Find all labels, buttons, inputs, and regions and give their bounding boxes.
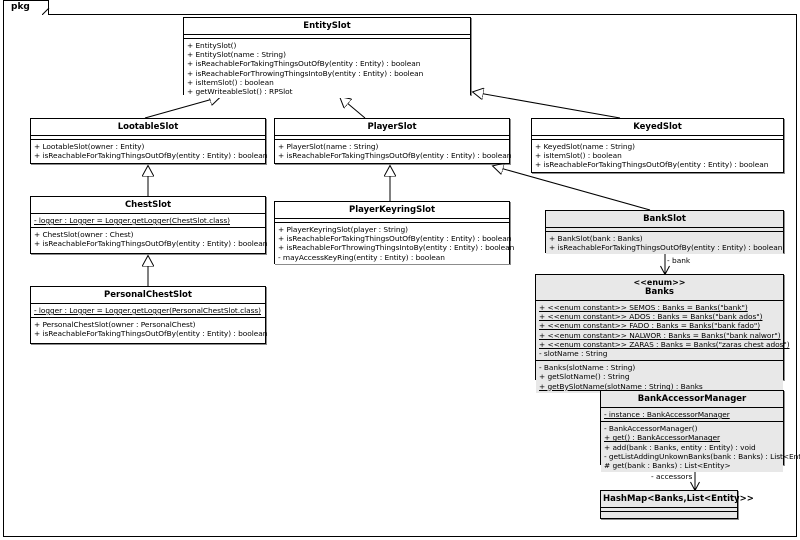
class-title-bankslot: BankSlot xyxy=(546,211,783,228)
member: + get() : BankAccessorManager xyxy=(604,433,721,443)
member: + isReachableForTakingThingsOutOfBy(enti… xyxy=(34,239,268,249)
member: + isReachableForTakingThingsOutOfBy(enti… xyxy=(34,151,268,161)
member: + isReachableForTakingThingsOutOfBy(enti… xyxy=(278,151,512,161)
class-empty-attributes-entityslot xyxy=(184,35,470,39)
member: + <<enum constant>> NALWOR : Banks = Ban… xyxy=(539,330,781,340)
member: + getWriteableSlot() : RPSlot xyxy=(187,87,293,97)
class-bankaccessormanager[interactable]: BankAccessorManager - instance : BankAcc… xyxy=(600,390,800,473)
generalization-lootableslot-entityslot xyxy=(144,97,220,119)
member: + isItemSlot() : boolean xyxy=(535,151,622,161)
class-operations-playerslot: + PlayerSlot(name : String) + isReachabl… xyxy=(275,140,512,163)
class-operations-lootableslot: + LootableSlot(owner : Entity) + isReach… xyxy=(31,140,268,163)
class-lootableslot[interactable]: LootableSlot + LootableSlot(owner : Enti… xyxy=(30,118,268,164)
member: + getBySlotName(slotName : String) : Ban… xyxy=(539,381,703,391)
member: + <<enum constant>> ZARAS : Banks = Bank… xyxy=(539,339,790,349)
class-title-chestslot: ChestSlot xyxy=(31,197,265,214)
class-attributes-chestslot: - logger : Logger = Logger.getLogger(Che… xyxy=(31,214,265,229)
generalization-playerslot-entityslot xyxy=(340,97,366,119)
class-operations-playerkeyringslot: + PlayerKeyringSlot(player : String) + i… xyxy=(275,223,515,264)
member: - mayAccessKeyRing(entity : Entity) : bo… xyxy=(278,252,445,262)
class-empty-attributes-keyedslot xyxy=(532,136,783,140)
class-title-hashmap: HashMap<Banks,List<Entity>> xyxy=(601,491,754,508)
class-name-banks: Banks xyxy=(645,287,674,297)
class-title-entityslot: EntitySlot xyxy=(184,18,470,35)
member: - Banks(slotName : String) xyxy=(539,363,636,373)
class-keyedslot[interactable]: KeyedSlot + KeyedSlot(name : String) + i… xyxy=(531,118,784,173)
generalization-bankslot-playerslot xyxy=(493,166,651,211)
package-tab-corner xyxy=(42,0,50,15)
member: + isReachableForTakingThingsOutOfBy(enti… xyxy=(34,329,268,339)
member: + <<enum constant>> FADO : Banks = Banks… xyxy=(539,321,761,331)
class-operations-bankaccessormanager: - BankAccessorManager() + get() : BankAc… xyxy=(601,422,800,473)
member: + isReachableForThrowingThingsIntoBy(ent… xyxy=(187,68,424,78)
member: + <<enum constant>> ADOS : Banks = Banks… xyxy=(539,312,763,322)
class-operations-personalchestslot: + PersonalChestSlot(owner : PersonalChes… xyxy=(31,318,268,341)
class-personalchestslot[interactable]: PersonalChestSlot - logger : Logger = Lo… xyxy=(30,286,268,344)
member: + <<enum constant>> SEMOS : Banks = Bank… xyxy=(539,303,748,312)
class-stereotype-banks: <<enum>> xyxy=(633,278,686,287)
member: + isReachableForTakingThingsOutOfBy(enti… xyxy=(187,59,421,69)
member: + add(bank : Banks, entity : Entity) : v… xyxy=(604,442,756,452)
class-attributes-personalchestslot: - logger : Logger = Logger.getLogger(Per… xyxy=(31,304,265,319)
class-bankslot[interactable]: BankSlot + BankSlot(bank : Banks) + isRe… xyxy=(545,210,784,255)
class-empty-attributes-bankslot xyxy=(546,228,783,232)
member: - getListAddingUnkownBanks(bank : Banks)… xyxy=(604,451,800,461)
package-label: pkg xyxy=(11,2,30,12)
member: + KeyedSlot(name : String) xyxy=(535,142,636,151)
class-title-playerkeyringslot: PlayerKeyringSlot xyxy=(275,202,509,219)
class-empty-attributes-playerkeyringslot xyxy=(275,219,509,223)
class-hashmap[interactable]: HashMap<Banks,List<Entity>> xyxy=(600,490,754,519)
member: + isReachableForTakingThingsOutOfBy(enti… xyxy=(535,160,769,170)
member: + isReachableForTakingThingsOutOfBy(enti… xyxy=(278,234,512,244)
class-title-lootableslot: LootableSlot xyxy=(31,119,265,136)
member: + BankSlot(bank : Banks) xyxy=(549,234,643,243)
class-empty-operations-hashmap xyxy=(601,512,737,517)
edge-label-bank: - bank xyxy=(667,256,691,265)
package-frame xyxy=(3,14,797,537)
member: + ChestSlot(owner : Chest) xyxy=(34,230,134,240)
class-empty-attributes-lootableslot xyxy=(31,136,265,140)
class-chestslot[interactable]: ChestSlot - logger : Logger = Logger.get… xyxy=(30,196,268,254)
member: + EntitySlot() xyxy=(187,41,237,50)
class-title-personalchestslot: PersonalChestSlot xyxy=(31,287,265,304)
class-operations-banks: - Banks(slotName : String) + getSlotName… xyxy=(536,361,783,393)
class-attributes-banks: + <<enum constant>> SEMOS : Banks = Bank… xyxy=(536,301,790,362)
edge-label-accessors: - accessors xyxy=(651,472,693,481)
member: + EntitySlot(name : String) xyxy=(187,50,286,60)
member: + PlayerKeyringSlot(player : String) xyxy=(278,225,409,234)
class-title-bankaccessormanager: BankAccessorManager xyxy=(601,391,783,408)
member: - instance : BankAccessorManager xyxy=(604,410,730,419)
class-banks[interactable]: <<enum>> Banks + <<enum constant>> SEMOS… xyxy=(535,274,790,393)
class-title-keyedslot: KeyedSlot xyxy=(532,119,783,136)
class-operations-entityslot: + EntitySlot() + EntitySlot(name : Strin… xyxy=(184,39,470,99)
member: - logger : Logger = Logger.getLogger(Che… xyxy=(34,216,230,225)
class-empty-attributes-playerslot xyxy=(275,136,509,140)
class-operations-keyedslot: + KeyedSlot(name : String) + isItemSlot(… xyxy=(532,140,783,172)
class-title-playerslot: PlayerSlot xyxy=(275,119,509,136)
class-operations-chestslot: + ChestSlot(owner : Chest) + isReachable… xyxy=(31,228,268,251)
class-empty-attributes-hashmap xyxy=(601,508,737,512)
member: + isReachableForThrowingThingsIntoBy(ent… xyxy=(278,243,515,253)
member: - slotName : String xyxy=(539,349,608,359)
member: - logger : Logger = Logger.getLogger(Per… xyxy=(34,306,262,315)
member: + LootableSlot(owner : Entity) xyxy=(34,142,145,151)
member: + PersonalChestSlot(owner : PersonalChes… xyxy=(34,320,196,330)
class-operations-bankslot: + BankSlot(bank : Banks) + isReachableFo… xyxy=(546,232,783,255)
member: + isReachableForTakingThingsOutOfBy(enti… xyxy=(549,243,783,253)
class-playerslot[interactable]: PlayerSlot + PlayerSlot(name : String) +… xyxy=(274,118,512,164)
member: - BankAccessorManager() xyxy=(604,424,698,434)
member: + PlayerSlot(name : String) xyxy=(278,142,379,151)
class-attributes-bankaccessormanager: - instance : BankAccessorManager xyxy=(601,408,783,423)
class-entityslot[interactable]: EntitySlot + EntitySlot() + EntitySlot(n… xyxy=(183,17,471,99)
package-tab xyxy=(3,0,49,15)
member: + isItemSlot() : boolean xyxy=(187,77,274,87)
generalization-keyedslot-entityslot xyxy=(473,92,621,119)
member: + getSlotName() : String xyxy=(539,372,630,382)
member: # get(bank : Banks) : List<Entity> xyxy=(604,461,731,471)
class-playerkeyringslot[interactable]: PlayerKeyringSlot + PlayerKeyringSlot(pl… xyxy=(274,201,515,264)
class-title-banks: <<enum>> Banks xyxy=(536,275,783,301)
